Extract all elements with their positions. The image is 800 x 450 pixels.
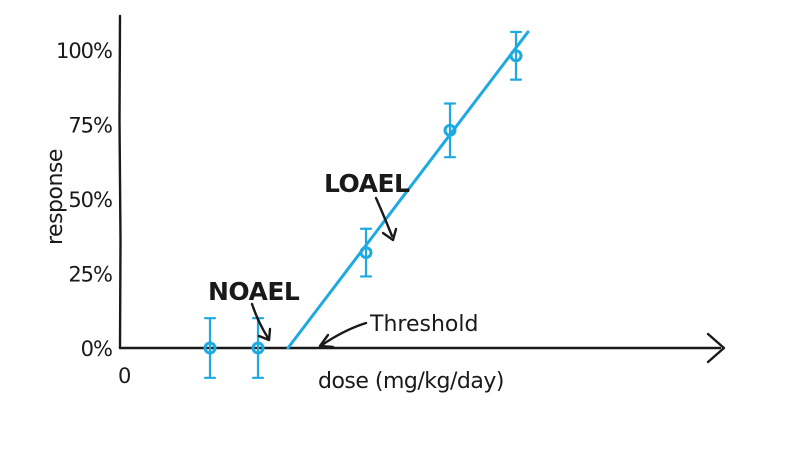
annotation-threshold: Threshold <box>318 312 478 349</box>
y-axis-label: response <box>43 149 68 245</box>
data-point <box>359 246 373 260</box>
data-point <box>203 341 217 355</box>
loael-label: LOAEL <box>324 169 410 198</box>
y-axis <box>118 14 122 350</box>
fit-line <box>286 30 530 350</box>
x-axis <box>118 332 726 364</box>
noael-label: NOAEL <box>208 277 300 306</box>
x-origin-label: 0 <box>118 364 130 388</box>
data-series <box>203 30 530 379</box>
y-tick-labels: 0% 25% 50% 75% 100% <box>56 39 113 361</box>
x-axis-label: dose (mg/kg/day) <box>318 369 504 394</box>
data-point <box>251 341 265 355</box>
threshold-arrowhead <box>318 333 335 349</box>
noael-arrow <box>250 302 270 340</box>
y-tick-label: 0% <box>81 337 112 361</box>
y-tick-label: 50% <box>68 188 112 212</box>
annotation-loael: LOAEL <box>324 169 411 242</box>
data-point <box>443 123 457 137</box>
y-tick-label: 25% <box>68 262 112 286</box>
annotation-noael: NOAEL <box>208 277 300 342</box>
x-axis-arrowhead <box>706 332 726 364</box>
noael-arrowhead <box>257 327 272 342</box>
y-tick-label: 100% <box>56 39 112 63</box>
threshold-arrow <box>320 321 368 347</box>
loael-arrowhead <box>381 227 398 242</box>
threshold-label: Threshold <box>369 312 478 337</box>
data-point <box>509 49 523 63</box>
y-tick-label: 75% <box>68 113 112 137</box>
loael-arrow <box>374 196 394 238</box>
